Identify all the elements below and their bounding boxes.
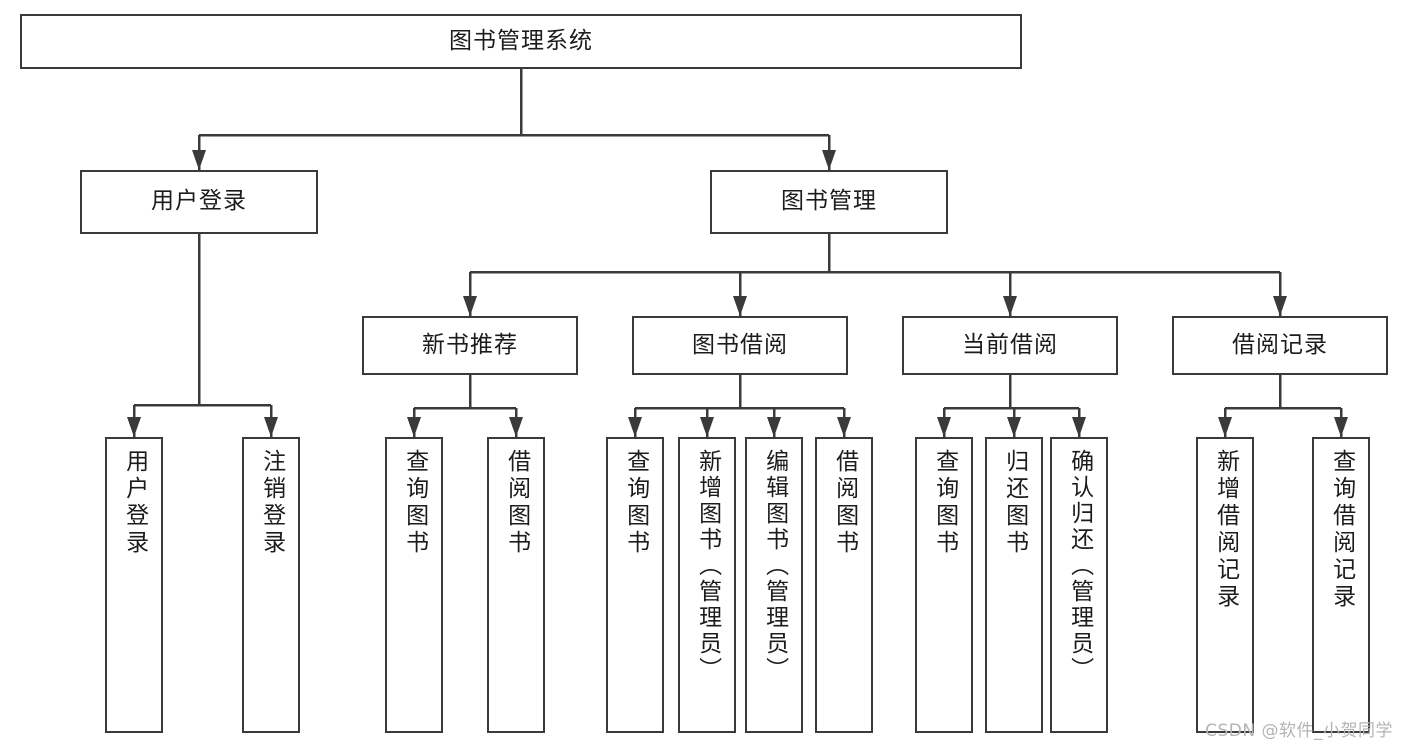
node-label: 当前借阅	[962, 331, 1058, 358]
node-login[interactable]: 用户登录	[80, 170, 318, 234]
node-leaf-current-confirm[interactable]: 确认归还（管理员）	[1050, 437, 1108, 733]
node-label: 用户登录	[151, 188, 247, 215]
node-leaf-records-add[interactable]: 新增借阅记录	[1196, 437, 1254, 733]
node-leaf-borrow-add[interactable]: 新增图书（管理员）	[678, 437, 736, 733]
node-leaf-borrow-edit[interactable]: 编辑图书（管理员）	[745, 437, 803, 733]
node-label: 新增图书（管理员）	[694, 449, 721, 683]
node-label: 编辑图书（管理员）	[761, 449, 788, 683]
node-label: 借阅图书	[831, 449, 858, 557]
node-leaf-user-login[interactable]: 用户登录	[105, 437, 163, 733]
node-leaf-current-query[interactable]: 查询图书	[915, 437, 973, 733]
node-label: 新书推荐	[422, 331, 518, 358]
node-bookmgmt[interactable]: 图书管理	[710, 170, 948, 234]
node-label: 借阅记录	[1232, 331, 1328, 358]
node-leaf-current-return[interactable]: 归还图书	[985, 437, 1043, 733]
node-label: 归还图书	[1001, 449, 1028, 557]
node-leaf-borrow-lend[interactable]: 借阅图书	[815, 437, 873, 733]
node-label: 新增借阅记录	[1212, 449, 1239, 611]
node-current[interactable]: 当前借阅	[902, 316, 1118, 375]
node-label: 查询图书	[931, 449, 958, 557]
node-label: 用户登录	[121, 449, 148, 557]
node-label: 查询借阅记录	[1328, 449, 1355, 611]
node-records[interactable]: 借阅记录	[1172, 316, 1388, 375]
node-leaf-records-query[interactable]: 查询借阅记录	[1312, 437, 1370, 733]
node-leaf-newbook-query[interactable]: 查询图书	[385, 437, 443, 733]
node-label: 注销登录	[258, 449, 285, 557]
node-label: 借阅图书	[503, 449, 530, 557]
node-label: 图书借阅	[692, 331, 788, 358]
node-leaf-user-logout[interactable]: 注销登录	[242, 437, 300, 733]
node-label: 查询图书	[622, 449, 649, 557]
watermark: CSDN @软件_小贺同学	[1205, 721, 1393, 741]
node-borrow[interactable]: 图书借阅	[632, 316, 848, 375]
node-leaf-newbook-borrow[interactable]: 借阅图书	[487, 437, 545, 733]
node-label: 查询图书	[401, 449, 428, 557]
node-label: 图书管理	[781, 188, 877, 215]
node-newbook[interactable]: 新书推荐	[362, 316, 578, 375]
node-leaf-borrow-query[interactable]: 查询图书	[606, 437, 664, 733]
node-root[interactable]: 图书管理系统	[20, 14, 1022, 69]
node-label: 图书管理系统	[449, 27, 593, 54]
node-label: 确认归还（管理员）	[1066, 449, 1093, 683]
